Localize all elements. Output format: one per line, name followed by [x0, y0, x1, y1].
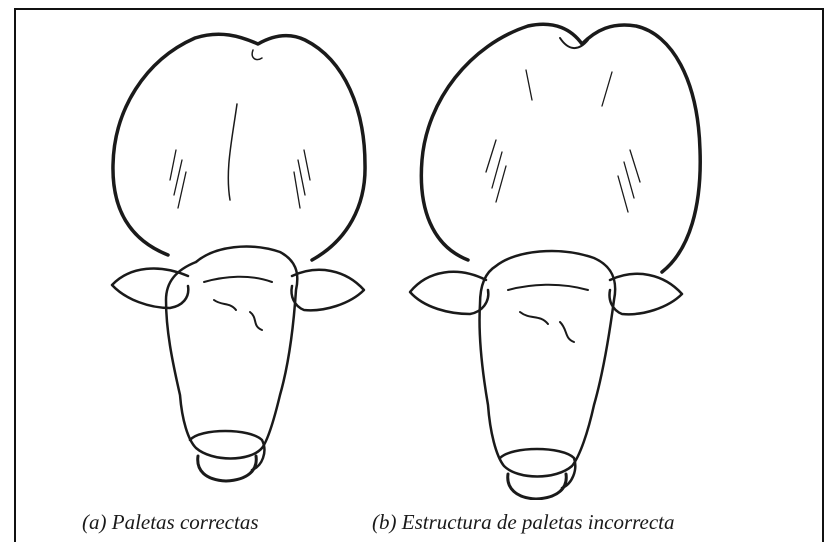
cow-b-nose-ring [508, 474, 567, 499]
cattle-shoulder-illustration [0, 0, 826, 500]
caption-correct-shoulders: (a) Paletas correctas [82, 510, 259, 534]
cow-incorrect-shoulders [410, 24, 700, 499]
cow-a-spine [228, 50, 262, 200]
cow-a-right-ear [292, 270, 365, 310]
cow-a-brow [204, 277, 272, 330]
cow-b-shoulder-hump [560, 38, 588, 48]
cow-a-hatching [170, 150, 310, 208]
cow-a-head [166, 247, 297, 459]
caption-incorrect-shoulders: (b) Estructura de paletas incorrecta [372, 510, 675, 534]
cow-a-nose-ring [198, 456, 257, 481]
cow-b-body-outline [421, 24, 700, 272]
cow-a-body-outline [113, 34, 365, 260]
cow-b-left-ear [410, 272, 488, 314]
cow-b-muzzle [500, 449, 575, 488]
cow-b-brow [508, 285, 588, 342]
cow-b-right-ear [610, 274, 683, 314]
cow-b-hatching [486, 70, 640, 212]
cow-correct-shoulders [112, 34, 365, 481]
